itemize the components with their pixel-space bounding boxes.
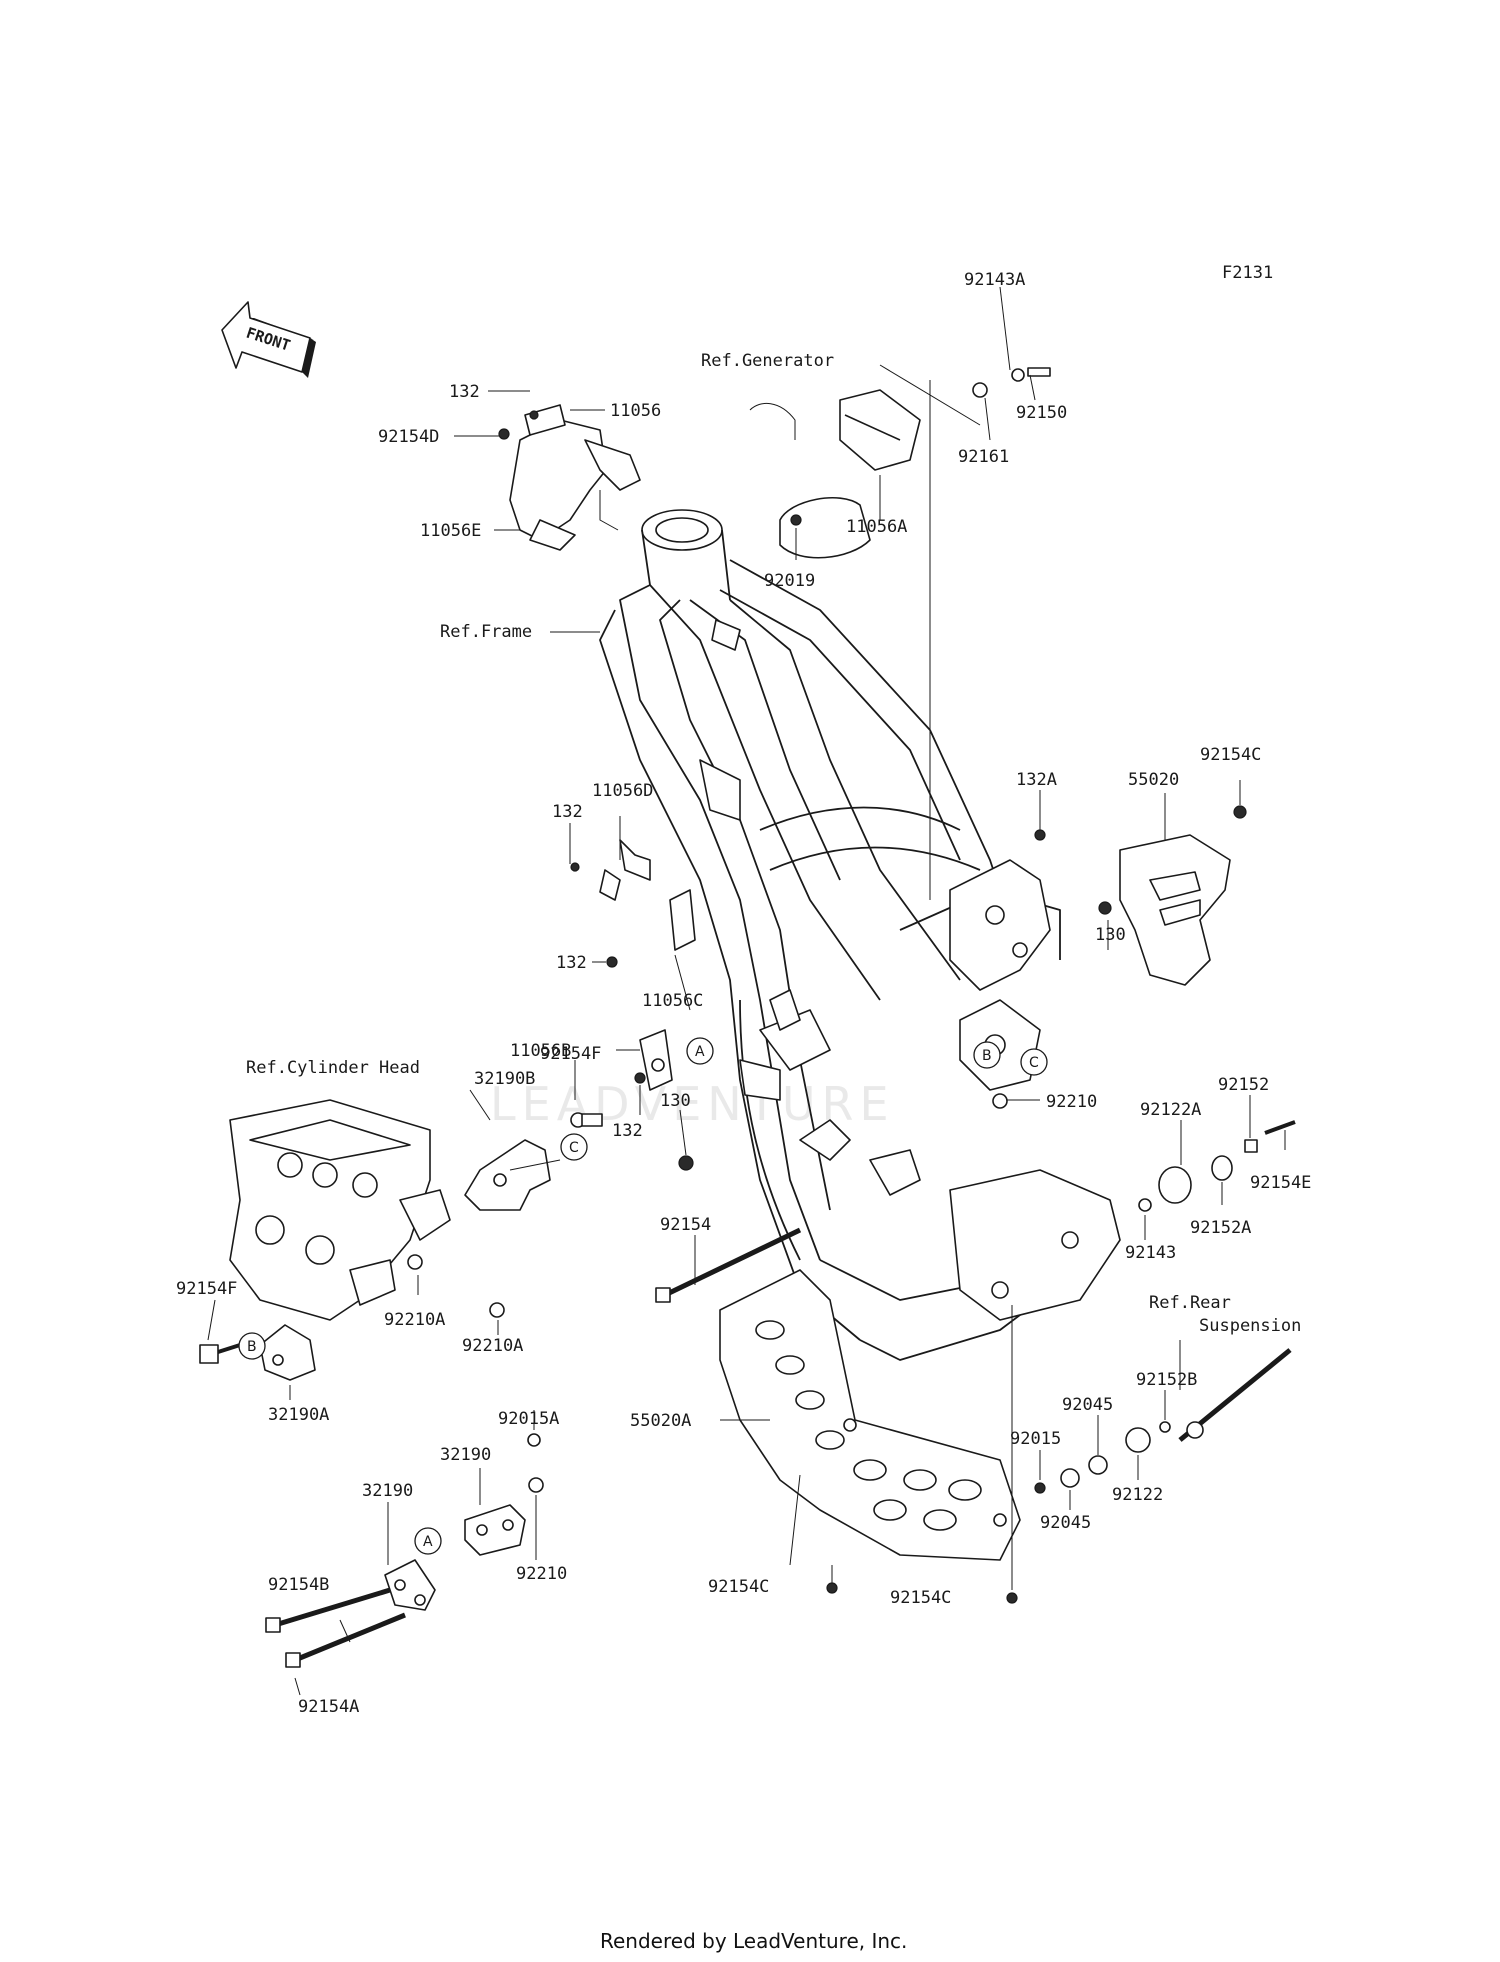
- frame: [599, 509, 1121, 1361]
- part-92150: 92150: [1016, 403, 1067, 423]
- part-11056B: 11056B: [510, 1041, 571, 1061]
- svg-text:B: B: [982, 1048, 992, 1064]
- svg-text:B: B: [247, 1339, 257, 1355]
- engine-plate-32190: [384, 1504, 526, 1611]
- part-92210-low: 92210: [516, 1564, 567, 1584]
- part-132-mid: 132: [552, 802, 583, 822]
- leader-lines: [207, 286, 1286, 1696]
- watermark: LEADVENTURE: [490, 1077, 895, 1131]
- part-92045-2: 92045: [1040, 1513, 1091, 1533]
- part-32190A: 32190A: [268, 1405, 329, 1425]
- part-11056C: 11056C: [642, 991, 703, 1011]
- part-92154D: 92154D: [378, 427, 439, 447]
- part-92019: 92019: [764, 571, 815, 591]
- part-130-left: 130: [660, 1091, 691, 1111]
- part-92143: 92143: [1125, 1243, 1176, 1263]
- diagram-code: F2131: [1222, 263, 1273, 283]
- part-132-mid2: 132: [556, 953, 587, 973]
- fasteners: [199, 367, 1296, 1604]
- part-92143A: 92143A: [964, 270, 1025, 290]
- part-92154A: 92154A: [298, 1697, 359, 1717]
- ref-frame: Ref.Frame: [440, 622, 532, 642]
- part-92210A-2: 92210A: [462, 1336, 523, 1356]
- part-55020A: 55020A: [630, 1411, 691, 1431]
- skid-plate: [719, 1269, 1021, 1561]
- ref-rear-suspension-2: Suspension: [1199, 1316, 1301, 1336]
- part-92154E: 92154E: [1250, 1173, 1311, 1193]
- marker-c-top: C: [1020, 1048, 1048, 1076]
- svg-text:C: C: [1029, 1055, 1039, 1071]
- part-11056: 11056: [610, 401, 661, 421]
- upper-bracket-assembly: [509, 404, 641, 551]
- part-92152: 92152: [1218, 1075, 1269, 1095]
- wire-clips: [599, 839, 696, 1091]
- marker-b-top: B: [973, 1041, 1001, 1069]
- part-92154C-1: 92154C: [708, 1577, 769, 1597]
- part-92154B: 92154B: [268, 1575, 329, 1595]
- part-55020: 55020: [1128, 770, 1179, 790]
- part-92015: 92015: [1010, 1429, 1061, 1449]
- marker-b-left: B: [238, 1332, 266, 1360]
- part-132A: 132A: [1016, 770, 1057, 790]
- part-92161: 92161: [958, 447, 1009, 467]
- ref-rear-suspension-1: Ref.Rear: [1149, 1293, 1231, 1313]
- ref-generator: Ref.Generator: [701, 351, 834, 371]
- generator-bracket: [749, 364, 981, 900]
- long-bolts: [265, 1227, 1292, 1668]
- part-11056E: 11056E: [420, 521, 481, 541]
- part-92045-1: 92045: [1062, 1395, 1113, 1415]
- part-92154C-2: 92154C: [890, 1588, 951, 1608]
- cylinder-head: [229, 1099, 451, 1321]
- part-92154F-top: 92154F: [540, 1044, 601, 1064]
- svg-text:A: A: [423, 1534, 433, 1550]
- part-32190-2: 32190: [362, 1481, 413, 1501]
- chain-guide: [1119, 834, 1231, 986]
- part-92152A: 92152A: [1190, 1218, 1251, 1238]
- part-32190-1: 32190: [440, 1445, 491, 1465]
- part-32190B: 32190B: [474, 1069, 535, 1089]
- engine-mount-32190B: [464, 1139, 561, 1211]
- svg-text:A: A: [695, 1044, 705, 1060]
- part-92210-right: 92210: [1046, 1092, 1097, 1112]
- marker-a-top: A: [686, 1037, 714, 1065]
- part-92154: 92154: [660, 1215, 711, 1235]
- part-132-low: 132: [612, 1121, 643, 1141]
- front-arrow-icon: FRONT: [221, 301, 316, 378]
- part-92154C-top: 92154C: [1200, 745, 1261, 765]
- marker-c-left: C: [560, 1133, 588, 1161]
- part-92210A-1: 92210A: [384, 1310, 445, 1330]
- part-92122A: 92122A: [1140, 1100, 1201, 1120]
- svg-text:C: C: [569, 1140, 579, 1156]
- part-92015A: 92015A: [498, 1409, 559, 1429]
- part-92152B: 92152B: [1136, 1370, 1197, 1390]
- part-11056D: 11056D: [592, 781, 653, 801]
- part-92154F-left: 92154F: [176, 1279, 237, 1299]
- footer-credit: Rendered by LeadVenture, Inc.: [600, 1929, 907, 1953]
- ref-cylinder-head: Ref.Cylinder Head: [246, 1058, 420, 1078]
- part-130-right: 130: [1095, 925, 1126, 945]
- engine-mount-32190A: [259, 1324, 316, 1381]
- part-132-top: 132: [449, 382, 480, 402]
- part-92122: 92122: [1112, 1485, 1163, 1505]
- marker-a-low: A: [414, 1527, 442, 1555]
- part-11056A: 11056A: [846, 517, 907, 537]
